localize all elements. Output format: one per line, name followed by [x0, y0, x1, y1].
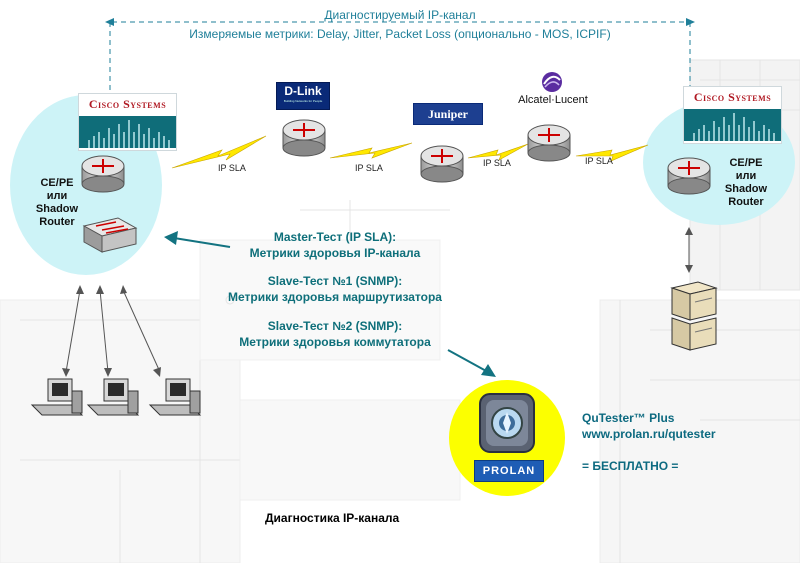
slave2-test-block: Slave-Тест №2 (SNMP): Метрики здоровья к… [185, 318, 485, 350]
channel-title: Диагностируемый IP-канал [324, 8, 476, 22]
dlink-logo: D-Link Building Networks for People [276, 82, 330, 110]
dlink-logo-text: D-Link [284, 84, 322, 98]
juniper-logo: Juniper [413, 103, 483, 125]
product-price: = БЕСПЛАТНО = [582, 459, 679, 473]
lightning-icon [575, 144, 649, 162]
slave1-test-desc: Метрики здоровья маршрутизатора [228, 290, 442, 304]
pc-icon [148, 378, 202, 416]
ip-sla-links [171, 135, 649, 169]
slave2-test-desc: Метрики здоровья коммутатора [239, 335, 431, 349]
left-router-label: CE/PE или Shadow Router [32, 177, 82, 229]
diagram-caption: Диагностика IP-канала [265, 511, 400, 525]
right-router-label: CE/PE или Shadow Router [718, 157, 774, 209]
ip-sla-label: IP SLA [585, 156, 613, 166]
product-name: QuTester™ Plus [582, 411, 675, 425]
routers [81, 119, 711, 195]
label-line: Router [39, 216, 75, 228]
label-line: или [735, 170, 757, 182]
pc-icon [30, 378, 84, 416]
alcatel-swirl-icon [537, 70, 567, 94]
slave2-test-title: Slave-Тест №2 (SNMP): [267, 319, 403, 333]
alcatel-logo-text: Alcatel·Lucent [518, 94, 588, 106]
ip-sla-label: IP SLA [483, 158, 511, 168]
router-icon [420, 145, 464, 183]
label-line: Shadow [35, 203, 79, 215]
label-line: CE/PE [729, 157, 763, 169]
router-icon [81, 155, 125, 193]
cisco-logo-right-text: Cisco Systems [693, 90, 772, 104]
cisco-bars-icon [684, 109, 781, 141]
prolan-logo-text: PROLAN [482, 465, 536, 477]
cisco-logo-right: Cisco Systems [683, 86, 782, 144]
product-info: QuTester™ Plus www.prolan.ru/qutester = … [582, 410, 716, 474]
label-line: Router [728, 196, 764, 208]
slave1-test-block: Slave-Тест №1 (SNMP): Метрики здоровья м… [185, 273, 485, 305]
switch-icon [82, 217, 138, 253]
cisco-logo-left-text: Cisco Systems [88, 97, 167, 111]
lightning-icon [329, 142, 413, 159]
juniper-logo-text: Juniper [427, 107, 468, 121]
server-icon [670, 281, 718, 351]
prolan-logo: PROLAN [474, 460, 544, 482]
label-line: CE/PE [40, 177, 74, 189]
router-icon [282, 119, 326, 157]
channel-arrow [105, 18, 695, 95]
cisco-bars-icon [79, 116, 176, 148]
pc-icon [86, 378, 140, 416]
qutester-app-icon [479, 393, 535, 453]
router-icon [667, 157, 711, 195]
slave1-test-title: Slave-Тест №1 (SNMP): [267, 274, 403, 288]
label-line: Shadow [724, 183, 768, 195]
ip-sla-label: IP SLA [218, 163, 246, 173]
cisco-logo-left: Cisco Systems [78, 93, 177, 151]
master-test-title: Master-Тест (IP SLA): [273, 230, 397, 244]
lightning-icon [171, 135, 267, 169]
label-line: или [46, 190, 68, 202]
dlink-tagline: Building Networks for People [283, 99, 323, 103]
master-test-desc: Метрики здоровья IP-канала [249, 246, 421, 260]
metrics-line: Измеряемые метрики: Delay, Jitter, Packe… [189, 27, 611, 41]
ip-sla-label: IP SLA [355, 163, 383, 173]
router-icon [527, 124, 571, 162]
product-url[interactable]: www.prolan.ru/qutester [582, 427, 716, 441]
workstations [30, 378, 202, 416]
master-test-block: Master-Тест (IP SLA): Метрики здоровья I… [195, 229, 475, 261]
